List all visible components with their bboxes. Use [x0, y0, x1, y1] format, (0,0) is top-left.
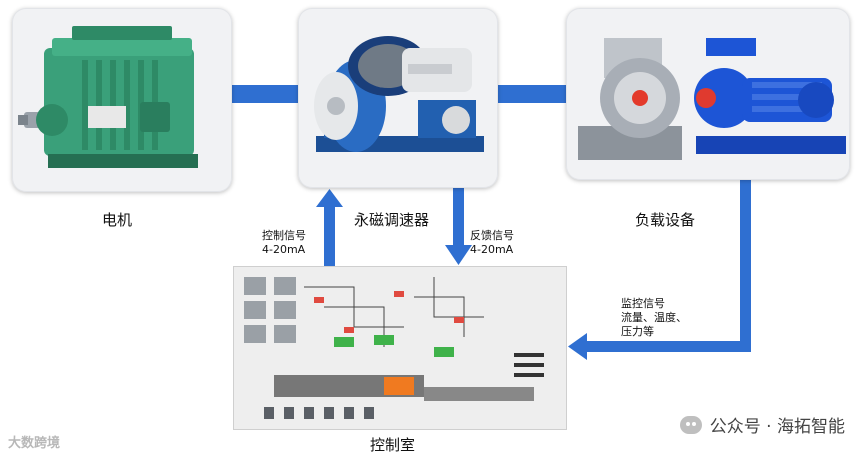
wechat-watermark-text: 公众号 · 海拓智能 [709, 417, 845, 437]
feedback-signal-label: 反馈信号 4-20mA [470, 229, 514, 256]
control-signal-shaft [324, 205, 335, 267]
wechat-watermark: 公众号 · 海拓智能 [679, 412, 845, 437]
feedback-signal-arrowhead [445, 245, 472, 265]
feedback-signal-shaft [453, 185, 464, 247]
governor-card [298, 8, 498, 188]
monitor-signal-horizontal [585, 341, 751, 352]
motor-card [12, 8, 232, 192]
governor-icon [314, 36, 484, 152]
load-equipment-icon [578, 38, 846, 160]
monitor-signal-vertical [740, 180, 751, 350]
control-signal-label: 控制信号 4-20mA [262, 229, 306, 256]
link-motor-governor [228, 85, 300, 103]
corner-watermark: 大数跨境 [8, 436, 61, 451]
motor-icon [18, 26, 198, 168]
load-card [566, 8, 850, 180]
link-governor-load [498, 85, 568, 103]
control-signal-arrowhead [316, 189, 343, 207]
scada-schematic-icon [244, 277, 544, 419]
control-room-screen [233, 266, 567, 430]
monitor-signal-arrowhead [568, 333, 587, 360]
control-room-label: 控制室 [370, 436, 416, 454]
load-label: 负载设备 [635, 211, 696, 229]
wechat-icon [679, 415, 702, 434]
motor-label: 电机 [102, 211, 133, 229]
monitor-signal-label: 监控信号 流量、温度、 压力等 [621, 297, 687, 338]
governor-label: 永磁调速器 [354, 211, 430, 229]
